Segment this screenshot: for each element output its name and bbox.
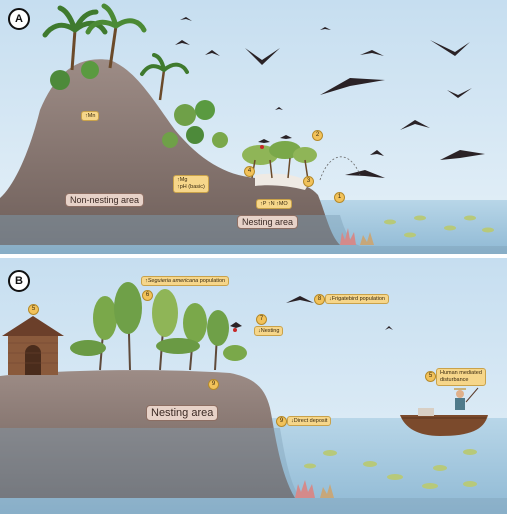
- tag-human-line2: disturbance: [440, 377, 469, 383]
- num-9a: 9: [208, 379, 219, 390]
- num-5b: 5: [425, 371, 436, 382]
- panel-b: B ↑Seguieria americana population ↓Nesti…: [0, 258, 507, 514]
- palm-tree-icon: [85, 3, 147, 69]
- tag-human-disturbance: Human mediated disturbance: [436, 368, 486, 386]
- guano-deposit: [255, 173, 310, 190]
- num-2: 2: [312, 130, 323, 141]
- frigatebird-icon: [230, 296, 393, 332]
- panel-b-letter: B: [8, 270, 30, 292]
- frigatebird-icon: [258, 135, 292, 149]
- num-9b: 9: [276, 416, 287, 427]
- tag-mn: ↑Mn: [81, 111, 100, 121]
- coral-icon: [340, 228, 374, 245]
- label-nesting-area-b: Nesting area: [146, 405, 219, 421]
- palm-tree-icon: [140, 53, 189, 101]
- tag-nesting: ↓Nesting: [254, 326, 284, 336]
- house-icon: [2, 316, 64, 375]
- seafloor: [0, 215, 507, 254]
- label-nesting-area-a: Nesting area: [237, 215, 299, 229]
- tag-frigatebird: ↓Frigatebird population: [325, 294, 389, 304]
- num-8: 8: [314, 294, 325, 305]
- flight-path-arrow: [319, 156, 361, 181]
- island-land: [0, 370, 295, 498]
- num-4: 4: [244, 166, 255, 177]
- tag-mg-ph: ↑Mg ↑pH (basic): [173, 175, 209, 193]
- panel-a-scene: [0, 0, 507, 254]
- seguieria-shrubs: [70, 282, 247, 371]
- tag-seguieria-suffix: population: [198, 278, 226, 284]
- nesting-trees: [242, 141, 317, 181]
- num-1: 1: [334, 192, 345, 203]
- coral-icon: [295, 480, 334, 498]
- tag-seguieria-text: Seguieria americana: [147, 278, 199, 284]
- fish-icon: [384, 215, 494, 238]
- panel-a: A ↑Mn ↑Mg ↑pH (basic) ↑P ↑N ↑MO Non-nest…: [0, 0, 507, 254]
- num-6: 6: [142, 290, 153, 301]
- num-3: 3: [303, 176, 314, 187]
- tag-human-line1: Human mediated: [440, 370, 482, 376]
- num-7: 7: [256, 314, 267, 325]
- frigatebird-icon: [175, 17, 485, 178]
- tag-seguieria: ↑Seguieria americana population: [141, 276, 230, 286]
- tag-nutrients: ↑P ↑N ↑MO: [256, 199, 292, 209]
- tag-direct-deposit: ↓Direct deposit: [287, 416, 332, 426]
- tag-mg: ↑Mg: [177, 177, 188, 183]
- seafloor: [0, 428, 507, 514]
- boat-icon: [400, 408, 488, 436]
- num-5a: 5: [28, 304, 39, 315]
- tag-ph: ↑pH (basic): [177, 184, 205, 190]
- panel-b-scene: [0, 258, 507, 514]
- label-non-nesting-area: Non-nesting area: [65, 193, 145, 207]
- fisherman-icon: [454, 387, 479, 410]
- shrubs: [50, 61, 228, 148]
- panel-a-letter: A: [8, 8, 30, 30]
- fish-icon: [304, 449, 477, 489]
